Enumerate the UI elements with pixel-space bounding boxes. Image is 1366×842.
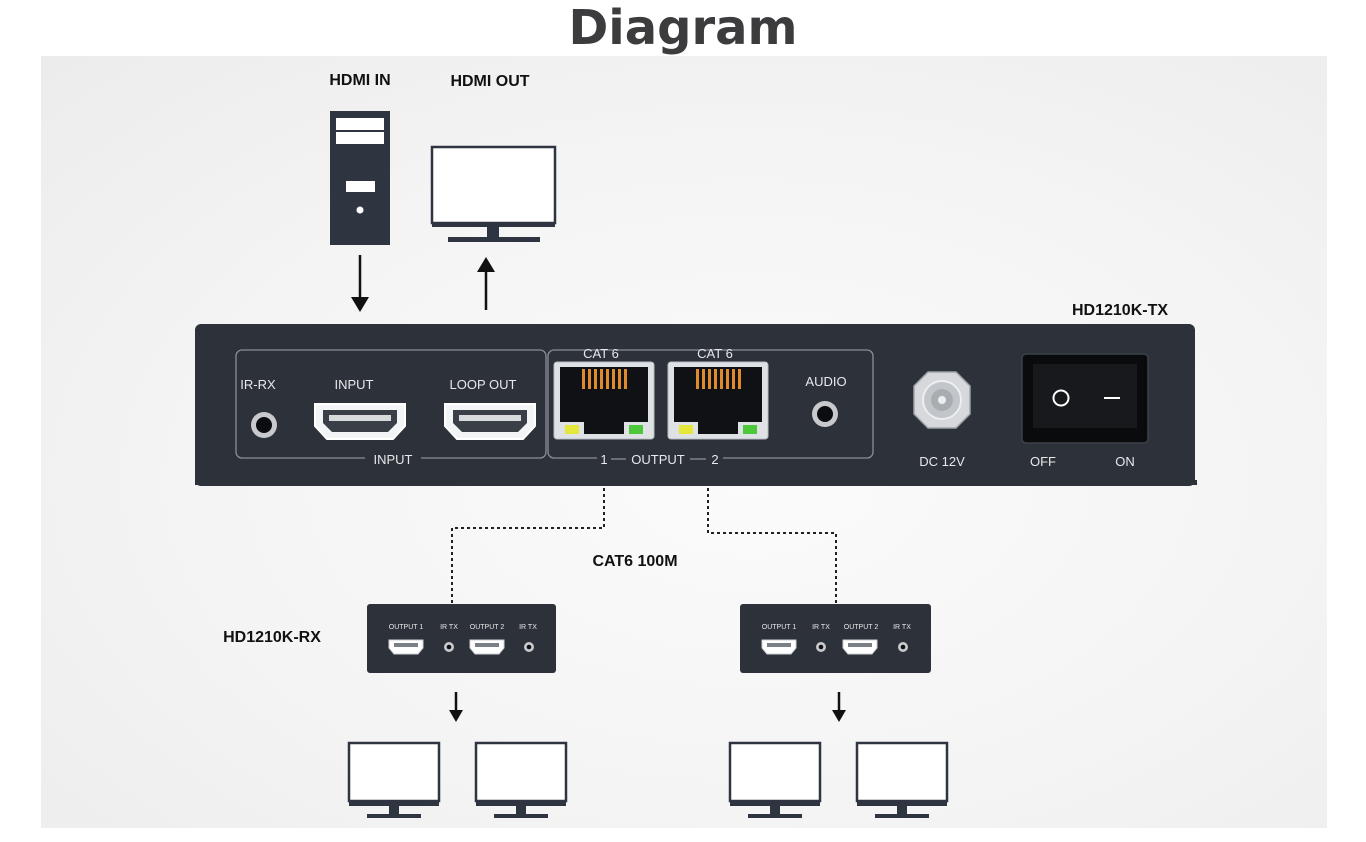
hdmi-in-label: HDMI IN	[329, 72, 390, 89]
rx2-output-1-label: OUTPUT 1	[762, 624, 797, 631]
rx2-ir-jack-2-icon	[898, 642, 908, 652]
rx1-output-1-label: OUTPUT 1	[389, 624, 424, 631]
rx2-output-2-label: OUTPUT 2	[844, 624, 879, 631]
dc-power-jack-icon	[913, 371, 971, 429]
arrow-up-icon	[477, 257, 495, 310]
rx1-ir-jack-1-icon	[444, 642, 454, 652]
ir-rx-label: IR-RX	[240, 377, 276, 392]
display-monitor-icon	[474, 741, 568, 820]
audio-jack-icon	[812, 401, 838, 427]
on-label: ON	[1115, 454, 1135, 469]
arrow-down-icon	[832, 692, 846, 722]
rx-model-label: HD1210K-RX	[223, 629, 321, 646]
cat6-1-label: CAT 6	[583, 346, 619, 361]
arrow-down-icon	[449, 692, 463, 722]
rx1-output-2-label: OUTPUT 2	[470, 624, 505, 631]
cable-label: CAT6 100M	[592, 553, 677, 570]
output-group-label: OUTPUT	[631, 452, 685, 467]
rx2-hdmi-port-2-icon	[842, 639, 878, 655]
rj45-port-2-icon	[667, 361, 769, 440]
cat6-2-label: CAT 6	[697, 346, 733, 361]
cat6-cable-lines	[451, 488, 837, 604]
loop-out-monitor-icon	[430, 145, 557, 242]
transmitter-device: INPUT IR-RX INPUT LOOP OUT 1 OUTPUT 2 CA…	[195, 324, 1197, 486]
input-port-label: INPUT	[335, 377, 374, 392]
off-label: OFF	[1030, 454, 1056, 469]
dc-12v-label: DC 12V	[919, 454, 965, 469]
ir-rx-jack-icon	[251, 412, 277, 438]
output-1-number: 1	[600, 452, 607, 467]
rx1-ir-tx-1-label: IR TX	[440, 624, 458, 631]
loop-out-port-label: LOOP OUT	[450, 377, 517, 392]
rx2-ir-tx-2-label: IR TX	[893, 624, 911, 631]
audio-label: AUDIO	[805, 374, 846, 389]
receiver-unit-2: OUTPUT 1 IR TX OUTPUT 2 IR TX	[740, 604, 931, 673]
output-2-number: 2	[711, 452, 718, 467]
rx1-hdmi-port-2-icon	[469, 639, 505, 655]
input-hdmi-port-icon	[314, 403, 406, 440]
rx1-ir-jack-2-icon	[524, 642, 534, 652]
display-monitor-icon	[855, 741, 949, 820]
rj45-port-1-icon	[553, 361, 655, 440]
rx2-ir-tx-1-label: IR TX	[812, 624, 830, 631]
rx2-ir-jack-1-icon	[816, 642, 826, 652]
hdmi-out-label: HDMI OUT	[450, 73, 529, 90]
receiver-unit-1: OUTPUT 1 IR TX OUTPUT 2 IR TX	[367, 604, 556, 673]
loop-out-hdmi-port-icon	[444, 403, 536, 440]
tx-model-label: HD1210K-TX	[1072, 302, 1168, 319]
pc-tower-icon	[330, 111, 390, 245]
rx1-ir-tx-2-label: IR TX	[519, 624, 537, 631]
display-monitor-icon	[347, 741, 441, 820]
arrow-down-icon	[351, 255, 369, 312]
input-group-label: INPUT	[374, 452, 413, 467]
power-switch-icon	[1021, 353, 1149, 444]
rx2-hdmi-port-1-icon	[761, 639, 797, 655]
page-title: Diagram	[568, 0, 798, 56]
display-monitor-icon	[728, 741, 822, 820]
rx1-hdmi-port-1-icon	[388, 639, 424, 655]
